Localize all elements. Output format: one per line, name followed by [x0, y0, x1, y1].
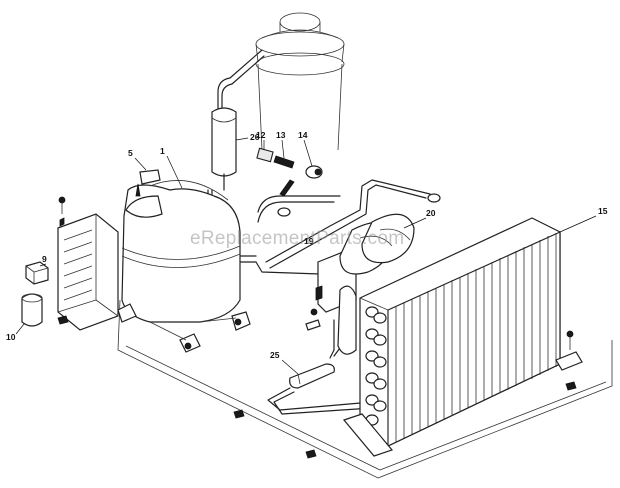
condenser-coil	[342, 217, 583, 457]
base-plate	[117, 299, 613, 479]
callout-13: 13	[276, 130, 286, 140]
coil-fins	[395, 233, 557, 442]
coil-tube-ends	[365, 306, 387, 426]
callout-25: 25	[270, 350, 280, 360]
callout-12: 12	[256, 130, 266, 140]
condenser-fan	[305, 213, 415, 355]
callout-1: 1	[160, 146, 165, 156]
callout-5: 5	[128, 148, 133, 158]
line-filter	[289, 363, 335, 389]
receiver-drum	[255, 12, 345, 151]
callout-19: 19	[304, 236, 314, 246]
valve-fittings	[256, 147, 441, 217]
callout-14: 14	[298, 130, 308, 140]
electrical-box	[57, 196, 119, 331]
filter-drier	[211, 107, 237, 191]
callout-10: 10	[6, 332, 16, 342]
callout-26: 26	[250, 132, 260, 142]
callout-15: 15	[598, 206, 608, 216]
callouts: 1 5 9 10 12 13 14 15 19 20 25 26	[6, 130, 608, 375]
compressor	[117, 169, 251, 353]
relay-and-capacitor	[21, 261, 49, 327]
callout-9: 9	[42, 254, 47, 264]
callout-20: 20	[426, 208, 436, 218]
base-grommets	[57, 315, 577, 459]
